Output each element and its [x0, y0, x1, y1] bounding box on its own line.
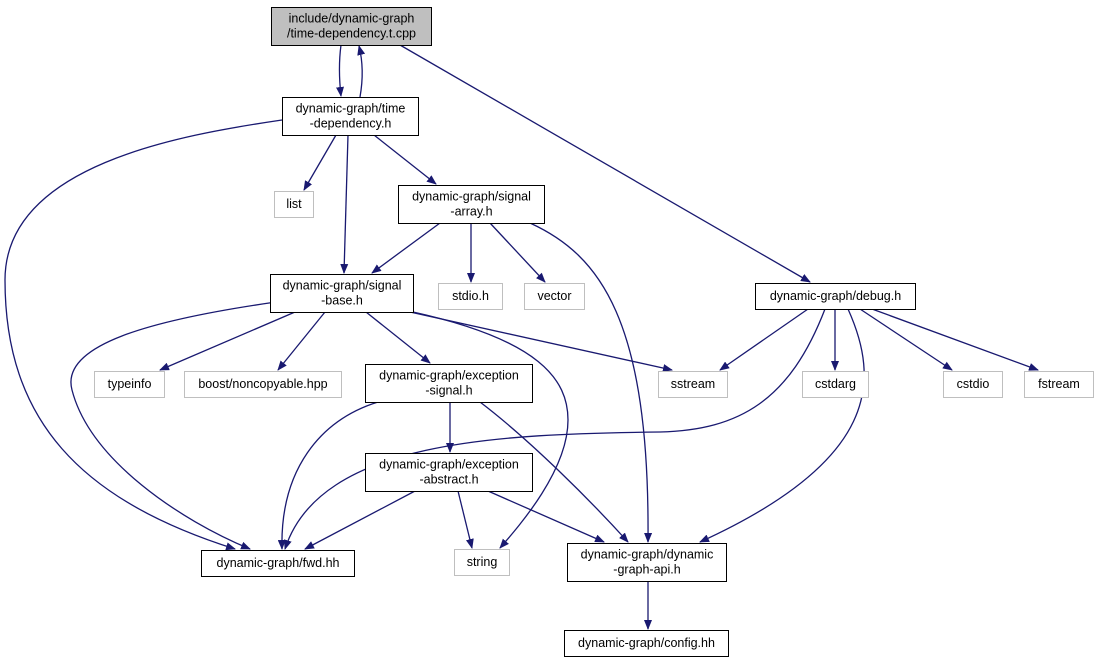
edge-n4-to-n17 — [412, 311, 569, 549]
node-n17: string — [454, 549, 510, 576]
node-label-line: typeinfo — [108, 377, 152, 391]
node-label-line: -signal.h — [425, 384, 472, 398]
node-box — [365, 453, 533, 492]
edge-n0-to-n7 — [399, 44, 811, 283]
node-label-line: /time-dependency.t.cpp — [287, 27, 416, 41]
node-n19[interactable]: dynamic-graph/config.hh — [564, 630, 729, 657]
edge-n4-to-n16 — [70, 301, 277, 550]
node-n9: boost/noncopyable.hpp — [184, 371, 342, 398]
edge-n1-to-n2 — [303, 134, 337, 191]
edge-n10-to-n16 — [277, 401, 379, 550]
node-n7[interactable]: dynamic-graph/debug.h — [755, 283, 916, 310]
node-box — [802, 371, 869, 398]
edge-n1-to-n16 — [4, 119, 283, 551]
node-label-line: dynamic-graph/time — [296, 102, 406, 116]
node-box — [270, 274, 414, 313]
node-label-line: dynamic-graph/dynamic — [581, 548, 714, 562]
node-n5: stdio.h — [438, 283, 503, 310]
node-label-line: string — [467, 555, 498, 569]
node-box — [184, 371, 342, 398]
node-box — [454, 549, 510, 576]
node-box — [271, 7, 432, 46]
node-label-line: -base.h — [321, 294, 363, 308]
edge-n7-to-n13 — [859, 308, 953, 371]
edge-n10-to-n18 — [479, 401, 629, 543]
node-n13: cstdio — [943, 371, 1003, 398]
edge-n15-to-n18 — [487, 490, 605, 543]
node-box — [398, 185, 545, 224]
node-n14: fstream — [1024, 371, 1094, 398]
nodes-layer: include/dynamic-graph/time-dependency.t.… — [94, 7, 1094, 657]
node-label-line: dynamic-graph/config.hh — [578, 636, 715, 650]
node-label-line: fstream — [1038, 377, 1080, 391]
node-box — [1024, 371, 1094, 398]
node-label-line: dynamic-graph/exception — [379, 458, 519, 472]
node-n6: vector — [524, 283, 585, 310]
edge-n1-to-n4 — [340, 134, 349, 274]
node-n1[interactable]: dynamic-graph/time-dependency.h — [282, 97, 419, 136]
node-box — [564, 630, 729, 657]
node-box — [438, 283, 503, 310]
node-n16[interactable]: dynamic-graph/fwd.hh — [201, 550, 355, 577]
node-n2: list — [274, 191, 314, 218]
edge-n0-to-n1 — [336, 44, 344, 97]
edges-layer — [4, 44, 1039, 630]
node-label-line: -abstract.h — [419, 473, 478, 487]
edge-n7-to-n11 — [719, 308, 809, 371]
edge-n4-to-n8 — [159, 311, 296, 371]
node-box — [274, 191, 314, 218]
edge-n1-to-n3 — [373, 134, 437, 185]
node-n8: typeinfo — [94, 371, 165, 398]
node-label-line: dynamic-graph/signal — [412, 190, 531, 204]
node-label-line: dynamic-graph/fwd.hh — [217, 556, 340, 570]
node-box — [282, 97, 419, 136]
node-n0[interactable]: include/dynamic-graph/time-dependency.t.… — [271, 7, 432, 46]
node-box — [365, 364, 533, 403]
node-n3[interactable]: dynamic-graph/signal-array.h — [398, 185, 545, 224]
node-box — [755, 283, 916, 310]
edge-n3-to-n18 — [529, 222, 653, 543]
node-label-line: include/dynamic-graph — [289, 12, 415, 26]
node-label-line: -array.h — [450, 205, 492, 219]
node-label-line: sstream — [671, 377, 715, 391]
edge-n7-to-n14 — [871, 308, 1039, 371]
node-label-line: cstdio — [957, 377, 990, 391]
edge-n3-to-n6 — [489, 222, 546, 283]
edge-n15-to-n17 — [457, 490, 474, 549]
node-label-line: cstdarg — [815, 377, 856, 391]
edge-n3-to-n4 — [371, 222, 441, 274]
edge-n15-to-n16 — [304, 490, 416, 550]
edge-n4-to-n10 — [365, 311, 431, 364]
node-label-line: -dependency.h — [310, 117, 392, 131]
node-n12: cstdarg — [802, 371, 869, 398]
edge-n7-to-n16 — [283, 308, 826, 550]
node-label-line: list — [286, 197, 302, 211]
node-box — [524, 283, 585, 310]
node-box — [567, 543, 727, 582]
node-n18[interactable]: dynamic-graph/dynamic-graph-api.h — [567, 543, 727, 582]
node-label-line: dynamic-graph/exception — [379, 369, 519, 383]
node-label-line: dynamic-graph/debug.h — [770, 289, 901, 303]
node-n4[interactable]: dynamic-graph/signal-base.h — [270, 274, 414, 313]
edge-n4-to-n9 — [277, 311, 326, 371]
node-label-line: boost/noncopyable.hpp — [198, 377, 327, 391]
edge-n1-to-n0 — [357, 45, 366, 98]
node-box — [94, 371, 165, 398]
node-n11: sstream — [658, 371, 728, 398]
node-n10[interactable]: dynamic-graph/exception-signal.h — [365, 364, 533, 403]
node-label-line: stdio.h — [452, 289, 489, 303]
node-box — [943, 371, 1003, 398]
node-label-line: dynamic-graph/signal — [283, 279, 402, 293]
node-label-line: -graph-api.h — [613, 563, 680, 577]
node-n15[interactable]: dynamic-graph/exception-abstract.h — [365, 453, 533, 492]
node-box — [658, 371, 728, 398]
node-box — [201, 550, 355, 577]
edge-n7-to-n18 — [699, 308, 865, 543]
node-label-line: vector — [537, 289, 571, 303]
